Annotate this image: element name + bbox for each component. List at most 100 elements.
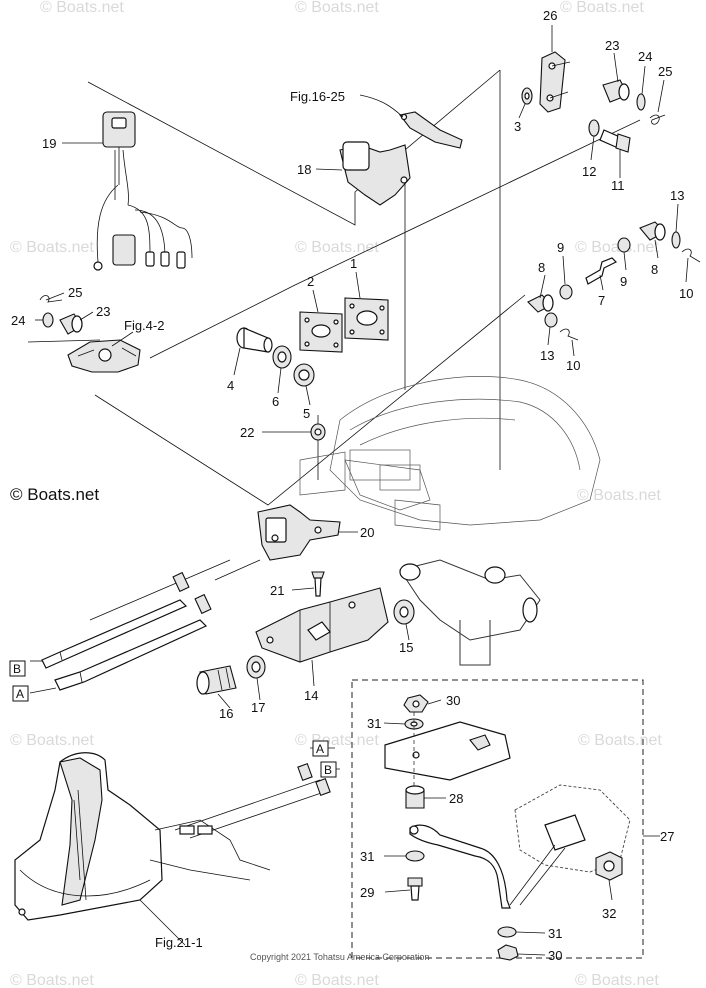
callout-28: 28 [449, 791, 463, 806]
callout-25-left: 25 [68, 285, 82, 300]
part-3-washer [521, 87, 533, 105]
throttle-cables [41, 571, 212, 691]
part-13-washer-right [671, 231, 681, 249]
part-7-link-rod [585, 257, 618, 285]
callout-22: 22 [240, 425, 254, 440]
part-26-link-plate [539, 51, 571, 113]
part-27-group-box [351, 679, 660, 959]
part-10-clip-left [559, 328, 579, 341]
fig-16-25-reference[interactable]: Fig.16-25 [290, 89, 345, 104]
part-29-bolt [407, 877, 423, 901]
cable-tag-b-lower: B [320, 761, 337, 778]
cable-tag-b-lower-label: B [324, 763, 332, 777]
watermark-lower-left: © Boats.net [10, 732, 94, 749]
part-23-bushing-left [59, 313, 83, 335]
part-8-rod-end-left [527, 294, 554, 313]
callout-16: 16 [219, 706, 233, 721]
callout-4: 4 [227, 378, 234, 393]
cable-tag-a-upper: A [12, 685, 29, 702]
watermark-middle-right: © Boats.net [577, 487, 661, 504]
cable-tag-b-upper-label: B [13, 662, 21, 676]
callout-31-middle: 31 [360, 849, 374, 864]
part-8-rod-end-right [639, 221, 666, 241]
callout-numbers: 19 18 1 2 3 26 23 24 25 12 11 13 9 9 8 8… [11, 8, 693, 963]
callout-17: 17 [251, 700, 265, 715]
callout-30-upper: 30 [446, 693, 460, 708]
guide-line-cable-a [89, 559, 231, 621]
callout-12: 12 [582, 164, 596, 179]
cable-tag-a-lower-label: A [316, 742, 324, 756]
part-10-clip-right [681, 248, 701, 263]
part-24-washer-upper [636, 93, 646, 111]
watermark-upper-left: © Boats.net [10, 239, 94, 256]
engine-body-outline [299, 376, 601, 531]
part-21-screw [311, 571, 325, 597]
callout-6: 6 [272, 394, 279, 409]
steering-link-arm [409, 824, 511, 909]
callout-7: 7 [598, 293, 605, 308]
callout-2: 2 [307, 274, 314, 289]
part-11-bolt [599, 129, 631, 153]
callout-18: 18 [297, 162, 311, 177]
fig-21-1-reference[interactable]: Fig.21-1 [155, 935, 203, 950]
watermark-bottom-center: © Boats.net [295, 972, 379, 988]
callout-15: 15 [399, 640, 413, 655]
watermark-bottom-left: © Boats.net [10, 972, 94, 988]
callout-23-left: 23 [96, 304, 110, 319]
part-16-bolt [196, 665, 237, 695]
callout-5: 5 [303, 406, 310, 421]
part-31-washer-lower [497, 926, 517, 938]
fig-4-2-reference[interactable]: Fig.4-2 [124, 318, 164, 333]
callout-3: 3 [514, 119, 521, 134]
callout-14: 14 [304, 688, 318, 703]
callout-31-upper: 31 [367, 716, 381, 731]
part-32-nut [595, 851, 623, 881]
callout-24-left: 24 [11, 313, 25, 328]
callout-11: 11 [611, 178, 625, 193]
callout-29: 29 [360, 885, 374, 900]
part-17-washer [246, 655, 266, 679]
fig-16-25-link [399, 111, 463, 149]
part-25-clip-left [39, 295, 63, 303]
callout-24-upper: 24 [638, 49, 652, 64]
remote-control-box [14, 752, 331, 921]
watermark-top-center: © Boats.net [295, 0, 379, 16]
part-28-bushing [405, 785, 425, 809]
callout-32: 32 [602, 906, 616, 921]
part-24-washer-left [42, 312, 54, 328]
part-12-washer [588, 119, 600, 137]
swivel-assembly [399, 559, 541, 666]
callout-8-right: 8 [651, 262, 658, 277]
watermark-layer: © Boats.net © Boats.net © Boats.net © Bo… [10, 0, 662, 988]
callout-25-upper: 25 [658, 64, 672, 79]
callout-26: 26 [543, 8, 557, 23]
callout-9-right: 9 [620, 274, 627, 289]
part-20-bracket [257, 504, 341, 561]
part-1-plate [344, 297, 389, 341]
guide-line-lower-diagonal [94, 294, 526, 506]
part-15-bushing [393, 599, 415, 625]
guide-line-fig42-left [27, 339, 101, 343]
part-31-washer-middle [405, 850, 425, 862]
part-14-bracket [255, 587, 389, 663]
inner-bracket-plate [384, 721, 511, 781]
callout-1: 1 [350, 256, 357, 271]
callout-19: 19 [42, 136, 56, 151]
callout-20: 20 [360, 525, 374, 540]
part-25-clip-upper [649, 114, 666, 125]
cable-tag-a-upper-label: A [16, 687, 24, 701]
part-18-bracket [339, 141, 411, 206]
fig-4-2-assembly [67, 339, 141, 373]
cable-tag-a-lower: A [312, 740, 329, 757]
part-4-pivot-bolt [236, 327, 273, 353]
watermark-top-left: © Boats.net [40, 0, 124, 16]
callout-30-lower: 30 [548, 948, 562, 963]
part-31-washer-upper [404, 718, 424, 730]
callout-13-upper: 13 [670, 188, 684, 203]
callout-8-left: 8 [538, 260, 545, 275]
watermark-lower-right: © Boats.net [578, 732, 662, 749]
callout-13-lower: 13 [540, 348, 554, 363]
callout-21: 21 [270, 583, 284, 598]
part-23-bushing-upper [602, 79, 630, 103]
cable-tag-b-upper: B [9, 660, 26, 677]
